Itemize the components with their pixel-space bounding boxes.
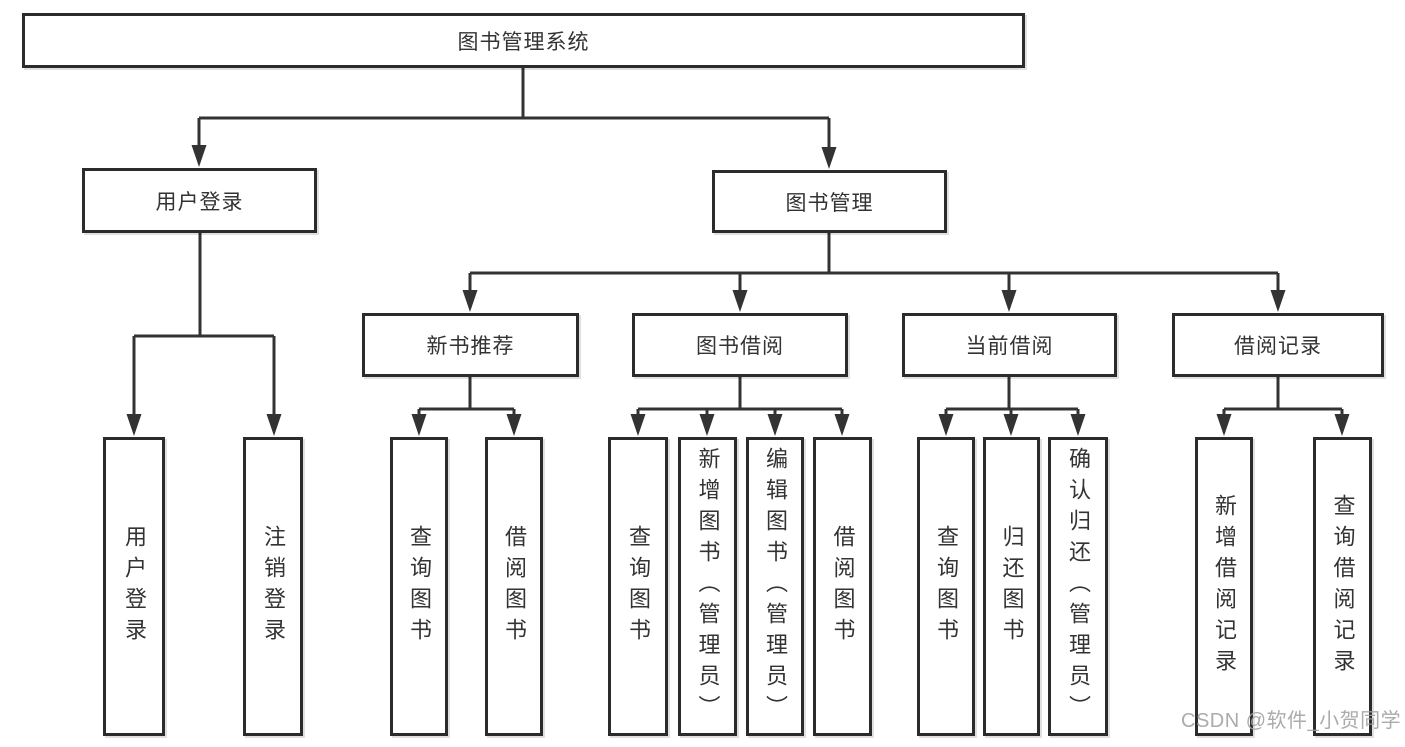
node-root: 图书管理系统 (22, 13, 1025, 68)
leaf-cb-confirm-return-admin-label: 确认归还（管理员） (1066, 447, 1091, 726)
node-root-label: 图书管理系统 (457, 30, 590, 54)
arrow-down-icon (1070, 414, 1086, 436)
node-book-management: 图书管理 (712, 170, 947, 233)
node-borrowing-records: 借阅记录 (1172, 313, 1384, 377)
leaf-bb-add-books-admin-label: 新增图书（管理员） (695, 447, 721, 726)
node-book-borrowing-label: 图书借阅 (696, 335, 784, 358)
arrow-down-icon (767, 414, 783, 436)
leaf-nb-query-books-label: 查询图书 (407, 524, 432, 649)
node-book-borrowing: 图书借阅 (632, 313, 848, 377)
node-current-borrowing-label: 当前借阅 (965, 335, 1054, 358)
node-new-book-recommend: 新书推荐 (362, 313, 579, 377)
csdn-watermark: CSDN @软件_小贺同学 (1181, 710, 1402, 732)
node-borrowing-records-label: 借阅记录 (1234, 335, 1322, 358)
arrow-down-icon (821, 147, 837, 169)
leaf-br-query-record-label: 查询借阅记录 (1330, 493, 1356, 680)
node-current-borrowing: 当前借阅 (902, 313, 1117, 377)
leaf-cb-confirm-return-admin: 确认归还（管理员） (1048, 437, 1108, 736)
leaf-nb-query-books: 查询图书 (390, 437, 448, 736)
leaf-bb-edit-books-admin-label: 编辑图书（管理员） (763, 447, 788, 726)
arrow-down-icon (630, 414, 646, 436)
node-user-login-label: 用户登录 (155, 190, 244, 214)
arrow-down-icon (411, 414, 427, 436)
node-user-login: 用户登录 (82, 168, 317, 233)
leaf-cb-query-books-label: 查询图书 (934, 524, 959, 649)
leaf-user-login: 用户登录 (103, 437, 165, 736)
leaf-user-login-label: 用户登录 (122, 524, 147, 649)
leaf-bb-edit-books-admin: 编辑图书（管理员） (746, 437, 804, 736)
arrow-down-icon (462, 290, 478, 312)
leaf-nb-borrow-books-label: 借阅图书 (502, 524, 527, 649)
leaf-bb-borrow-books-label: 借阅图书 (830, 524, 856, 649)
arrow-down-icon (1270, 290, 1286, 312)
leaf-bb-query-books: 查询图书 (608, 437, 668, 736)
leaf-nb-borrow-books: 借阅图书 (485, 437, 543, 736)
arrow-down-icon (191, 145, 207, 167)
leaf-cb-query-books: 查询图书 (917, 437, 975, 736)
arrow-down-icon (732, 290, 748, 312)
node-new-book-recommend-label: 新书推荐 (426, 335, 515, 358)
arrow-down-icon (1001, 290, 1017, 312)
arrow-down-icon (506, 414, 522, 436)
leaf-cb-return-books: 归还图书 (983, 437, 1040, 736)
leaf-logout: 注销登录 (243, 437, 303, 736)
leaf-br-add-record: 新增借阅记录 (1195, 437, 1253, 736)
arrow-down-icon (1334, 414, 1350, 436)
arrow-down-icon (1003, 414, 1019, 436)
leaf-br-query-record: 查询借阅记录 (1313, 437, 1372, 736)
leaf-bb-borrow-books: 借阅图书 (813, 437, 872, 736)
arrow-down-icon (834, 414, 850, 436)
arrow-down-icon (699, 414, 715, 436)
node-book-management-label: 图书管理 (785, 191, 874, 215)
leaf-cb-return-books-label: 归还图书 (999, 524, 1025, 649)
arrow-down-icon (266, 414, 282, 436)
leaf-bb-add-books-admin: 新增图书（管理员） (678, 437, 737, 736)
leaf-br-add-record-label: 新增借阅记录 (1212, 493, 1237, 680)
arrow-down-icon (938, 414, 954, 436)
leaf-bb-query-books-label: 查询图书 (626, 524, 651, 649)
arrow-down-icon (1216, 414, 1232, 436)
leaf-logout-label: 注销登录 (261, 524, 286, 649)
arrow-down-icon (126, 414, 142, 436)
